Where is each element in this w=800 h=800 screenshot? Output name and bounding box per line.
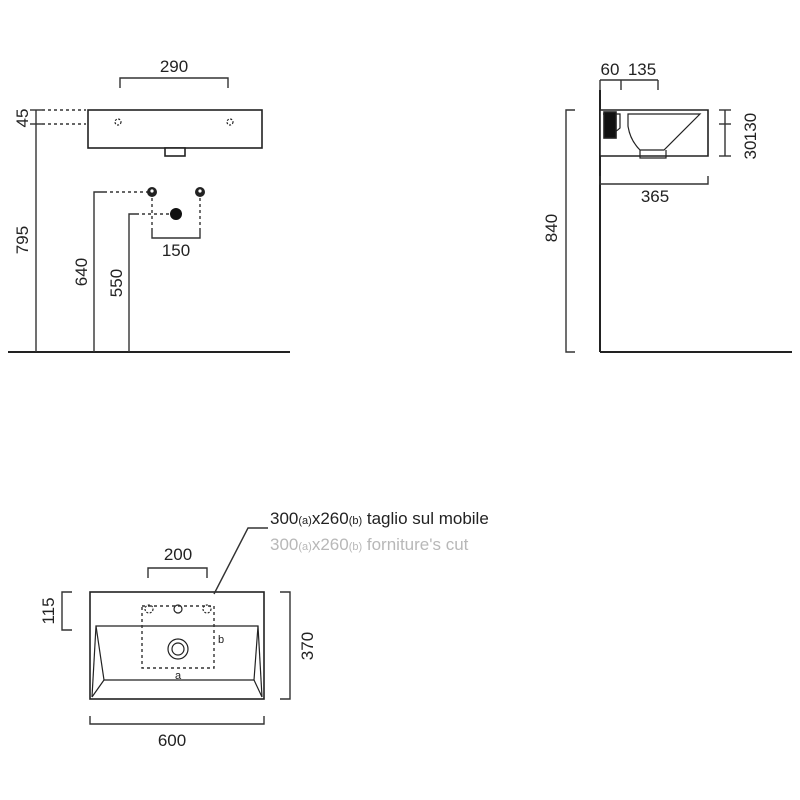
- dim-130-label: 130: [741, 113, 760, 141]
- cut-label-a: a: [175, 670, 182, 682]
- dim-365-label: 365: [641, 187, 669, 206]
- dim-200-label: 200: [164, 545, 192, 564]
- side-bowl-path: [627, 113, 702, 151]
- top-basin-outline: [89, 591, 265, 700]
- top-tap-hole-right: [202, 604, 212, 614]
- front-drain-stub: [164, 147, 186, 157]
- dim-640-label: 640: [72, 258, 91, 286]
- dim-840-label: 840: [542, 214, 561, 242]
- cabinet-cut-outline: [141, 605, 215, 669]
- dim-370-label: 370: [298, 632, 317, 660]
- front-tap-hole-right: [226, 118, 234, 126]
- dim-line-290: [119, 77, 229, 88]
- dim-135-label: 135: [628, 60, 656, 79]
- drain-point-icon: [170, 208, 182, 220]
- side-view: 60 135 30 130 365 840: [542, 60, 792, 353]
- dim-line-600: [89, 716, 265, 725]
- top-drain-inner-icon: [171, 642, 185, 656]
- dim-45-label: 45: [13, 109, 32, 128]
- dim-795-label: 795: [13, 226, 32, 254]
- dim-115-label: 115: [39, 597, 58, 624]
- top-drain-outer-icon: [167, 638, 189, 660]
- dim-550-label: 550: [107, 269, 126, 297]
- front-tap-hole-left: [114, 118, 122, 126]
- front-view: 290 45 795 640 550 150: [8, 57, 290, 353]
- supply-point-highlight: [198, 189, 202, 193]
- side-basin-outline: [599, 109, 709, 157]
- dim-600-label: 600: [158, 731, 186, 750]
- top-view: a b 300(a)x260(b) taglio sul mobile 300(…: [39, 509, 489, 750]
- dim-line-200: [147, 567, 208, 578]
- cut-note-italian: 300(a)x260(b) taglio sul mobile: [270, 509, 489, 528]
- dim-line-640: [93, 191, 104, 352]
- dim-line-550: [128, 213, 136, 352]
- front-basin-body: [87, 109, 263, 149]
- dim-290-label: 290: [160, 57, 188, 76]
- side-trap-block: [603, 111, 617, 139]
- cut-note-leader: [213, 527, 268, 595]
- dim-line-115: [61, 591, 72, 631]
- top-tap-hole-left: [144, 604, 154, 614]
- side-drain-stub: [639, 150, 667, 159]
- cut-label-b: b: [218, 634, 224, 646]
- dim-line-840: [565, 109, 575, 353]
- top-bowl-edge-right: [257, 625, 263, 698]
- cut-note-english: 300(a)x260(b) forniture's cut: [270, 535, 469, 554]
- top-bowl-corner-right: [253, 679, 263, 698]
- top-tap-hole-center: [173, 604, 183, 614]
- dim-30-label: 30: [741, 141, 760, 160]
- dim-150-label: 150: [162, 241, 190, 260]
- dim-line-150: [151, 230, 201, 239]
- top-bowl-corner-left: [91, 679, 105, 698]
- dim-line-365: [599, 176, 709, 185]
- supply-point-highlight: [150, 189, 154, 193]
- top-bowl-edge-left: [91, 625, 97, 698]
- dim-line-370: [280, 591, 291, 700]
- dim-60-label: 60: [601, 60, 620, 79]
